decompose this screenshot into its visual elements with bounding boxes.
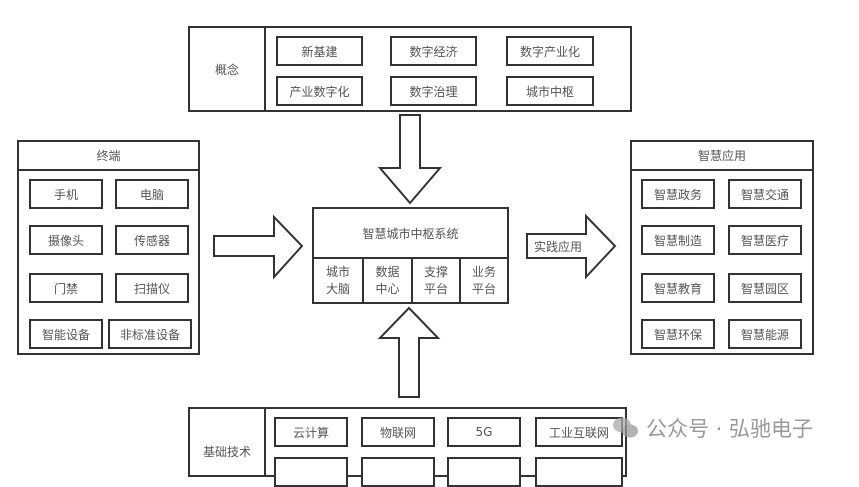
application-item: 智慧教育 xyxy=(641,273,715,303)
terminal-item: 摄像头 xyxy=(29,225,103,255)
application-item: 智慧交通 xyxy=(728,179,802,209)
watermark: 公众号 · 弘驰电子 xyxy=(612,413,813,443)
central-module: 城市 大脑 xyxy=(325,264,350,296)
terminal-item: 门禁 xyxy=(29,273,103,303)
concept-item: 数字经济 xyxy=(390,36,477,66)
foundation-label: 基础技术 xyxy=(202,444,251,459)
application-item: 智慧医疗 xyxy=(728,225,802,255)
central-title: 智慧城市中枢系统 xyxy=(362,226,459,241)
application-block: 智慧应用 智慧政务 智慧交通 智慧制造 智慧医疗 智慧教育 智慧园区 智慧环保 … xyxy=(630,140,814,355)
concept-item: 城市中枢 xyxy=(506,76,594,106)
terminal-to-central-arrow xyxy=(213,214,304,280)
terminal-divider xyxy=(19,169,198,171)
terminal-item: 电脑 xyxy=(115,179,189,209)
application-title: 智慧应用 xyxy=(697,149,746,163)
concept-item: 数字产业化 xyxy=(506,36,594,66)
concept-item: 产业数字化 xyxy=(276,76,363,106)
foundation-item-partial xyxy=(274,457,348,487)
foundation-item-partial xyxy=(447,457,521,487)
practice-arrow-label: 实践应用 xyxy=(533,239,582,254)
foundation-item: 云计算 xyxy=(274,417,348,447)
application-divider xyxy=(632,169,812,171)
terminal-item: 传感器 xyxy=(115,225,189,255)
central-system: 智慧城市中枢系统 城市 大脑 数据 中心 支撑 平台 业务 平台 xyxy=(312,207,509,304)
central-module: 支撑 平台 xyxy=(423,264,448,296)
concept-label: 概念 xyxy=(214,62,239,77)
application-item: 智慧政务 xyxy=(641,179,715,209)
application-item: 智慧环保 xyxy=(641,319,715,349)
foundation-item: 物联网 xyxy=(361,417,435,447)
application-item: 智慧园区 xyxy=(728,273,802,303)
practice-arrow xyxy=(526,213,617,280)
terminal-item: 非标准设备 xyxy=(108,319,192,349)
down-arrow xyxy=(377,114,443,205)
foundation-item: 5G xyxy=(447,417,521,447)
central-module: 数据 中心 xyxy=(375,264,400,296)
application-item: 智慧制造 xyxy=(641,225,715,255)
module-divider xyxy=(459,258,461,302)
concept-item: 数字治理 xyxy=(390,76,477,106)
module-divider xyxy=(362,258,364,302)
watermark-text: 公众号 · 弘驰电子 xyxy=(646,417,814,441)
terminal-title: 终端 xyxy=(96,149,121,163)
central-divider xyxy=(314,257,507,259)
concept-item: 新基建 xyxy=(276,36,363,66)
foundation-divider xyxy=(264,409,266,475)
foundation-item-partial xyxy=(535,457,623,487)
foundation-item: 工业互联网 xyxy=(535,417,623,447)
terminal-block: 终端 手机 电脑 摄像头 传感器 门禁 扫描仪 智能设备 非标准设备 xyxy=(17,140,200,355)
concept-block: 概念 新基建 数字经济 数字产业化 产业数字化 数字治理 城市中枢 xyxy=(188,26,632,112)
terminal-item: 智能设备 xyxy=(29,319,103,349)
foundation-item-partial xyxy=(361,457,435,487)
up-arrow xyxy=(377,306,441,398)
application-item: 智慧能源 xyxy=(728,319,802,349)
central-module: 业务 平台 xyxy=(471,264,496,296)
terminal-item: 扫描仪 xyxy=(115,273,189,303)
concept-divider xyxy=(264,28,266,110)
terminal-item: 手机 xyxy=(29,179,103,209)
foundation-block: 基础技术 云计算 物联网 5G 工业互联网 xyxy=(188,407,627,487)
module-divider xyxy=(411,258,413,302)
wechat-icon xyxy=(613,417,638,438)
